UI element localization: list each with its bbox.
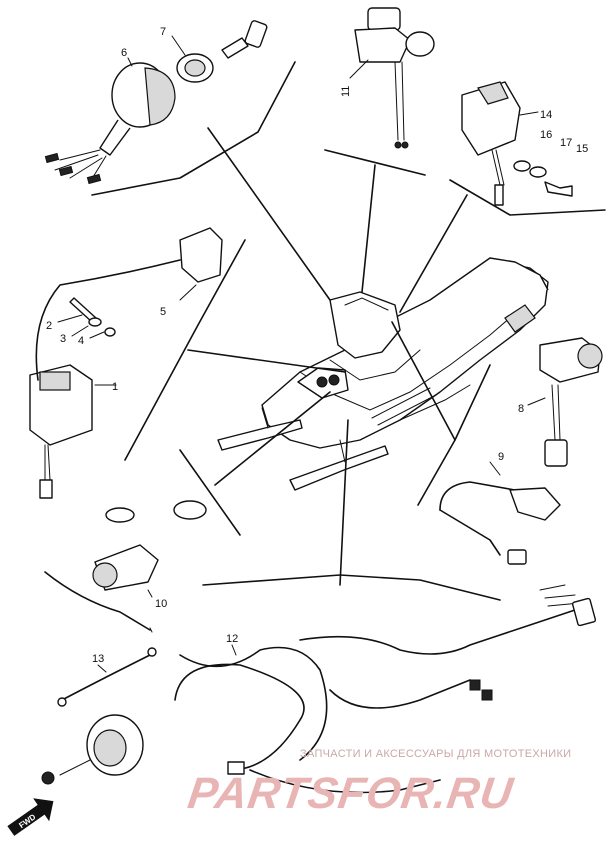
callout-1: 1 bbox=[112, 381, 118, 393]
callout-6: 6 bbox=[121, 47, 127, 59]
callout-12: 12 bbox=[226, 633, 238, 645]
part-12-wire-harness bbox=[174, 584, 597, 794]
fwd-arrow: FWD bbox=[7, 798, 54, 836]
watermark-tagline: ЗАПЧАСТИ И АКСЕССУАРЫ ДЛЯ МОТОТЕХНИКИ bbox=[300, 748, 571, 760]
callout-17: 17 bbox=[560, 137, 572, 149]
part-13-ground-wire bbox=[57, 647, 157, 707]
callout-8: 8 bbox=[518, 403, 524, 415]
callout-4: 4 bbox=[78, 335, 84, 347]
snowmobile-body bbox=[217, 257, 549, 491]
callout-16: 16 bbox=[540, 129, 552, 141]
part-10-switch bbox=[44, 500, 207, 633]
callout-10: 10 bbox=[155, 598, 167, 610]
callout-2: 2 bbox=[46, 320, 52, 332]
group-brackets bbox=[91, 61, 606, 601]
part-6-switch-body bbox=[44, 57, 176, 185]
part-11-handlebar-switch bbox=[349, 7, 435, 149]
part-8-handle-switch bbox=[527, 337, 603, 467]
part-1-ignition-coil bbox=[29, 259, 181, 499]
headlight-lamp bbox=[41, 714, 144, 785]
callout-15: 15 bbox=[576, 143, 588, 155]
callout-3: 3 bbox=[60, 333, 66, 345]
part-14-regulator bbox=[461, 81, 573, 206]
callout-labels: 6 7 11 14 16 17 15 2 3 4 5 1 8 9 10 13 1… bbox=[46, 26, 588, 665]
callout-5: 5 bbox=[160, 306, 166, 318]
part-7-key-lock bbox=[171, 20, 268, 83]
part-9-cable bbox=[439, 461, 561, 565]
callout-7: 7 bbox=[160, 26, 166, 38]
callout-9: 9 bbox=[498, 451, 504, 463]
callout-14: 14 bbox=[540, 109, 552, 121]
callout-11: 11 bbox=[340, 86, 352, 97]
part-2-4-fasteners bbox=[57, 297, 116, 339]
leader-lines bbox=[187, 127, 468, 586]
callout-13: 13 bbox=[92, 653, 104, 665]
watermark: ЗАПЧАСТИ И АКСЕССУАРЫ ДЛЯ МОТОТЕХНИКИ PA… bbox=[185, 748, 571, 818]
part-5-plug-cap bbox=[179, 227, 223, 301]
watermark-brand: PARTSFOR.RU bbox=[185, 769, 517, 818]
